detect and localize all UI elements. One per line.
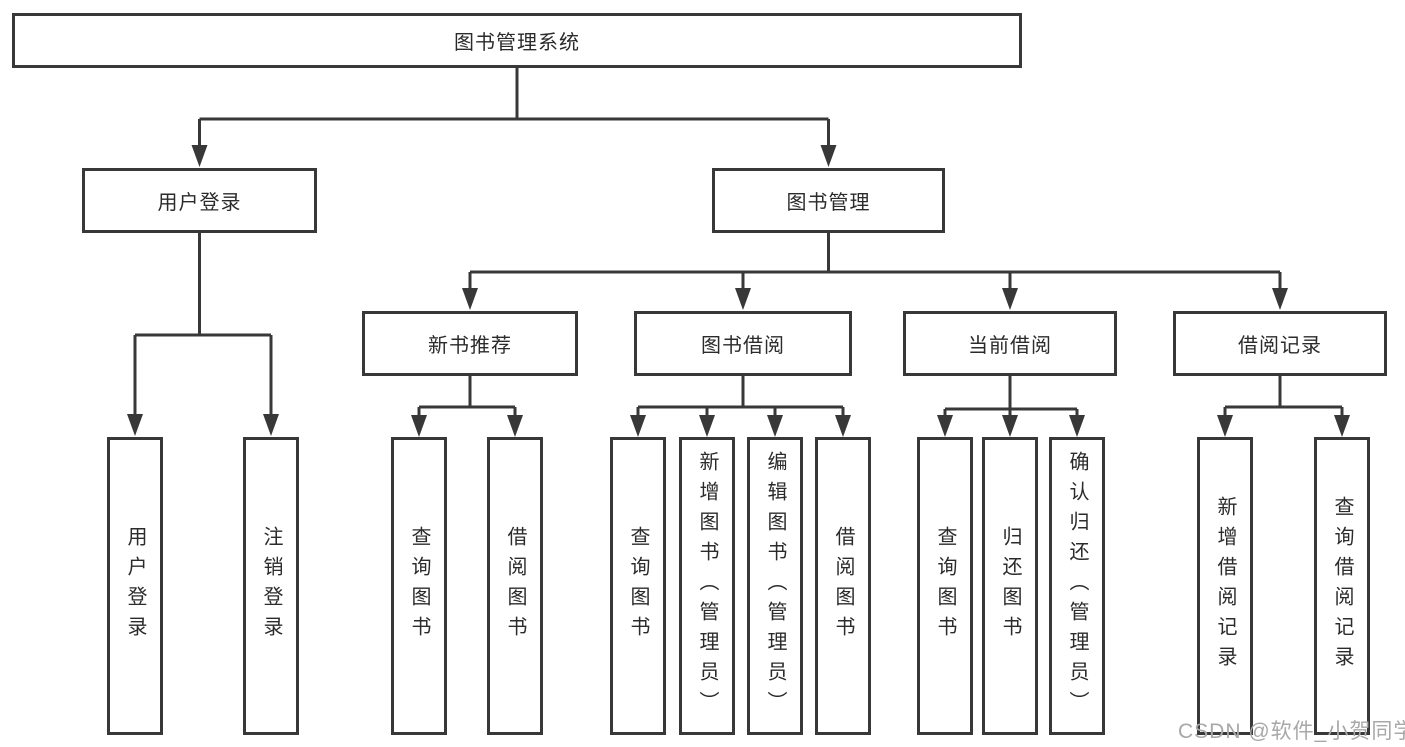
leaf-query-book: 查询图书 <box>610 437 666 735</box>
leaf-edit-book-admin: 编辑图书（管理员） <box>747 437 803 735</box>
leaf-label: 查询图书 <box>934 526 956 646</box>
leaf-borrow-book: 借阅图书 <box>815 437 871 735</box>
node-current-borrow: 当前借阅 <box>903 311 1117 376</box>
leaf-label: 归还图书 <box>999 526 1021 646</box>
node-book-management: 图书管理 <box>712 168 945 233</box>
leaf-label: 借阅图书 <box>504 526 526 646</box>
leaf-query-book: 查询图书 <box>917 437 973 735</box>
leaf-label: 查询图书 <box>408 526 430 646</box>
node-borrow-records: 借阅记录 <box>1173 311 1387 376</box>
leaf-label: 查询借阅记录 <box>1331 496 1353 676</box>
leaf-query-book: 查询图书 <box>391 437 447 735</box>
node-book-borrow: 图书借阅 <box>634 311 852 376</box>
node-new-book-recommend: 新书推荐 <box>362 311 578 376</box>
leaf-label: 确认归还（管理员） <box>1066 451 1088 721</box>
leaf-borrow-book: 借阅图书 <box>487 437 543 735</box>
node-library-management-system: 图书管理系统 <box>12 13 1022 68</box>
leaf-label: 注销登录 <box>260 526 282 646</box>
leaf-label: 新增图书（管理员） <box>696 451 718 721</box>
arrowheads <box>127 145 1350 437</box>
leaf-logout: 注销登录 <box>243 437 299 735</box>
leaf-confirm-return-admin: 确认归还（管理员） <box>1049 437 1105 735</box>
node-user-login: 用户登录 <box>82 168 317 233</box>
csdn-watermark: CSDN @软件_小贺同学 <box>1178 720 1405 743</box>
leaf-label: 借阅图书 <box>832 526 854 646</box>
leaf-add-borrow-record: 新增借阅记录 <box>1197 437 1253 735</box>
leaf-return-book: 归还图书 <box>982 437 1038 735</box>
leaf-user-login: 用户登录 <box>107 437 163 735</box>
leaf-label: 查询图书 <box>627 526 649 646</box>
leaf-label: 编辑图书（管理员） <box>764 451 786 721</box>
leaf-query-borrow-record: 查询借阅记录 <box>1314 437 1370 735</box>
leaf-add-book-admin: 新增图书（管理员） <box>679 437 735 735</box>
leaf-label: 用户登录 <box>124 526 146 646</box>
leaf-label: 新增借阅记录 <box>1214 496 1236 676</box>
